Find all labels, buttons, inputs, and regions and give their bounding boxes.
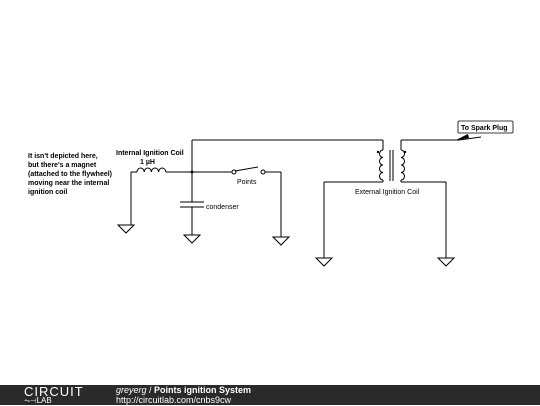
note-line: ignition coil (28, 189, 67, 196)
external-ignition-coil[interactable]: External Ignition Coil (323, 139, 459, 258)
note-line: (attached to the flywheel) (28, 171, 112, 178)
spark-plug-label: To Spark Plug (461, 125, 508, 132)
circuitlab-logo[interactable]: CIRCUIT ⏦⊣LAB (22, 384, 102, 406)
points-switch[interactable]: Points (192, 166, 282, 237)
ground-symbol (314, 257, 334, 267)
author-title-line: greyerg / Points ignition System (116, 385, 251, 395)
condenser[interactable]: condenser (180, 201, 239, 235)
logo-symbol-icon: ⏦⊣ (24, 396, 37, 405)
ground-symbol (182, 234, 202, 244)
ground-symbol (116, 224, 136, 234)
internal-coil-label: Internal Ignition Coil (116, 150, 184, 157)
polarity-dot (376, 150, 380, 154)
logo-lab-text: LAB (36, 396, 52, 405)
magnet-note: It isn't depicted here, but there's a ma… (28, 153, 112, 196)
author-link[interactable]: greyerg (116, 385, 147, 395)
logo-text-bottom: ⏦⊣LAB (24, 396, 52, 406)
note-line: but there's a magnet (28, 162, 97, 169)
points-label: Points (237, 179, 257, 186)
note-line: moving near the internal (28, 180, 109, 187)
note-line: It isn't depicted here, (28, 153, 98, 160)
external-coil-label: External Ignition Coil (355, 189, 420, 196)
logo-text-top: CIRCUIT (24, 384, 84, 399)
ground-symbol (271, 236, 291, 246)
schematic-canvas: It isn't depicted here, but there's a ma… (28, 120, 514, 267)
circuit-title: Points ignition System (154, 385, 252, 395)
internal-ignition-coil[interactable]: Internal Ignition Coil 1 µH (116, 150, 192, 225)
title-separator: / (146, 385, 155, 395)
internal-coil-value: 1 µH (140, 159, 155, 166)
condenser-label: condenser (206, 204, 239, 211)
ground-symbol (436, 257, 456, 267)
footer-bar: CIRCUIT ⏦⊣LAB greyerg / Points ignition … (0, 384, 540, 406)
spark-plug-connector[interactable]: To Spark Plug (456, 120, 514, 141)
circuit-url-link[interactable]: http://circuitlab.com/cnbs9cw (116, 395, 232, 405)
spark-plug-arrow (456, 134, 469, 140)
